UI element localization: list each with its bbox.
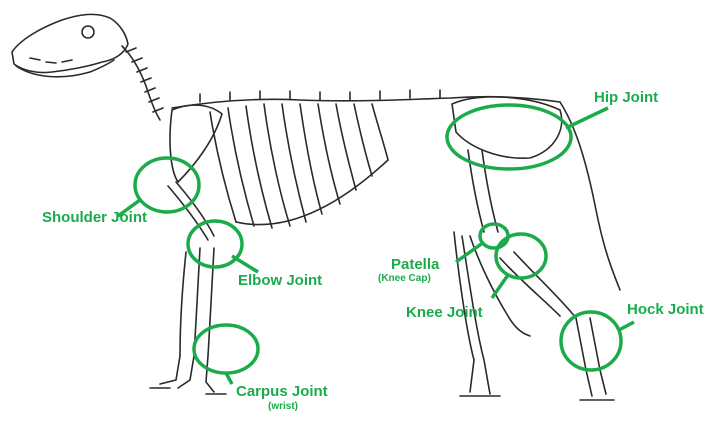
carpus-joint-sublabel: (wrist)	[268, 402, 298, 412]
patella-circle	[480, 224, 508, 248]
neck-vertebrae	[122, 46, 160, 120]
shoulder-joint-label: Shoulder Joint	[42, 210, 147, 225]
hip-circle	[447, 105, 571, 169]
joint-highlights	[118, 105, 634, 384]
eye-socket	[82, 26, 94, 38]
skull	[12, 14, 128, 72]
hock-joint-label: Hock Joint	[627, 302, 704, 317]
hip-leader	[566, 108, 608, 128]
elbow-leader	[232, 256, 258, 272]
carpus-circle	[194, 325, 258, 373]
teeth	[30, 58, 72, 63]
shoulder-circle	[135, 158, 199, 212]
skeleton-lines	[12, 14, 620, 400]
patella-label: Patella	[391, 257, 439, 272]
patella-sublabel: (Knee Cap)	[378, 274, 431, 284]
carpus-joint-label: Carpus Joint	[236, 384, 328, 399]
patella-leader	[456, 242, 484, 262]
elbow-joint-label: Elbow Joint	[238, 273, 322, 288]
knee-circle	[496, 234, 546, 278]
elbow-circle	[188, 221, 242, 267]
knee-leader	[492, 275, 508, 298]
hip-joint-label: Hip Joint	[594, 90, 658, 105]
front-leg	[150, 182, 226, 394]
knee-joint-label: Knee Joint	[406, 305, 483, 320]
ribcage	[210, 104, 388, 228]
hock-leader	[619, 322, 634, 330]
